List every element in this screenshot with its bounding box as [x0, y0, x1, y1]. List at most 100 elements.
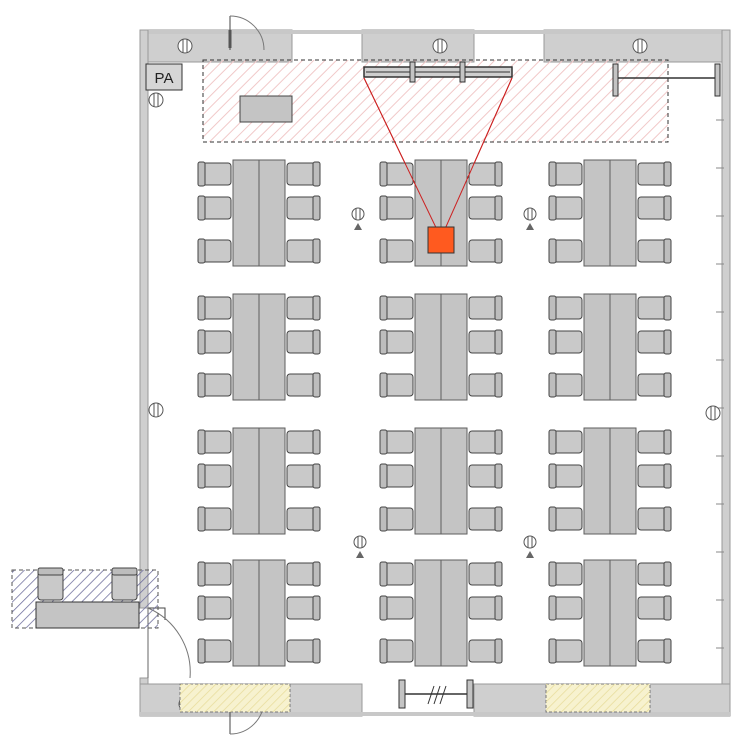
projection-screen: [363, 61, 513, 83]
chair: [548, 506, 583, 532]
top-wall-line: [140, 30, 730, 34]
chair: [548, 161, 583, 187]
chair: [548, 463, 583, 489]
mobile-screen: [612, 63, 721, 97]
chair: [637, 372, 672, 398]
door-mat-right-hatch: [546, 684, 650, 712]
right-wall: [721, 29, 731, 717]
light-fixture-icon: [432, 38, 448, 54]
chair: [637, 295, 672, 321]
lectern: [239, 95, 293, 123]
speaker-icon: [523, 207, 537, 230]
chair: [197, 372, 232, 398]
chair: [197, 506, 232, 532]
projector-beam-overlay: [363, 77, 513, 254]
chair: [548, 295, 583, 321]
chair: [637, 429, 672, 455]
chair: [468, 295, 503, 321]
chair: [197, 295, 232, 321]
pa-speaker: PA: [145, 63, 183, 91]
chair: [468, 195, 503, 221]
chair: [548, 329, 583, 355]
chair: [197, 429, 232, 455]
speaker-icon: [523, 535, 537, 558]
table-group: [379, 559, 503, 667]
left-wall: [139, 29, 149, 609]
chair: [637, 561, 672, 587]
chair: [379, 161, 414, 187]
chair: [286, 463, 321, 489]
chair: [468, 463, 503, 489]
chair: [637, 595, 672, 621]
chair: [197, 238, 232, 264]
chair: [379, 463, 414, 489]
chair: [637, 506, 672, 532]
chair: [637, 238, 672, 264]
chair: [379, 238, 414, 264]
table-group: [548, 293, 672, 401]
speaker-icon: [351, 207, 365, 230]
chair: [548, 638, 583, 664]
chair: [286, 329, 321, 355]
door-mat-left-hatch: [180, 684, 290, 712]
top-door[interactable]: [228, 15, 265, 51]
chair: [379, 195, 414, 221]
speaker-icon: [353, 535, 367, 558]
chair: [468, 506, 503, 532]
chair: [286, 161, 321, 187]
chair: [197, 195, 232, 221]
chair: [637, 463, 672, 489]
light-fixture-icon: [632, 38, 648, 54]
chair: [548, 595, 583, 621]
table-group: [197, 427, 321, 535]
table-groups: [197, 159, 672, 667]
chair: [286, 638, 321, 664]
chair: [548, 372, 583, 398]
chair: [468, 638, 503, 664]
top-wall-segment: [361, 29, 475, 63]
chair: [468, 329, 503, 355]
chair: [197, 638, 232, 664]
light-fixture-icon: [177, 38, 193, 54]
table-group: [197, 293, 321, 401]
chair: [379, 595, 414, 621]
pa-label: PA: [155, 70, 174, 87]
reception-annex: [11, 567, 159, 629]
chair: [379, 638, 414, 664]
chair: [286, 561, 321, 587]
table-group: [548, 427, 672, 535]
chair: [286, 195, 321, 221]
chair: [197, 329, 232, 355]
chair: [197, 161, 232, 187]
chair: [548, 238, 583, 264]
chair: [197, 561, 232, 587]
chair: [379, 295, 414, 321]
chair: [379, 429, 414, 455]
table-group: [548, 559, 672, 667]
chair: [286, 506, 321, 532]
bottom-divider: [398, 679, 474, 709]
chair: [286, 429, 321, 455]
table-group: [197, 559, 321, 667]
light-fixture-icon: [148, 92, 164, 108]
table-group: [548, 159, 672, 267]
chair: [468, 561, 503, 587]
chair: [286, 595, 321, 621]
chair: [468, 161, 503, 187]
annex-chair: [111, 567, 138, 601]
light-fixture-icon: [705, 405, 721, 421]
chair: [637, 161, 672, 187]
table-group: [197, 159, 321, 267]
chair: [286, 238, 321, 264]
chair: [286, 295, 321, 321]
chair: [379, 329, 414, 355]
chair: [637, 329, 672, 355]
chair: [548, 429, 583, 455]
chair: [468, 595, 503, 621]
table-group: [379, 427, 503, 535]
chair: [548, 561, 583, 587]
bottom-wall-line: [140, 712, 730, 716]
chair: [379, 372, 414, 398]
chair: [468, 372, 503, 398]
